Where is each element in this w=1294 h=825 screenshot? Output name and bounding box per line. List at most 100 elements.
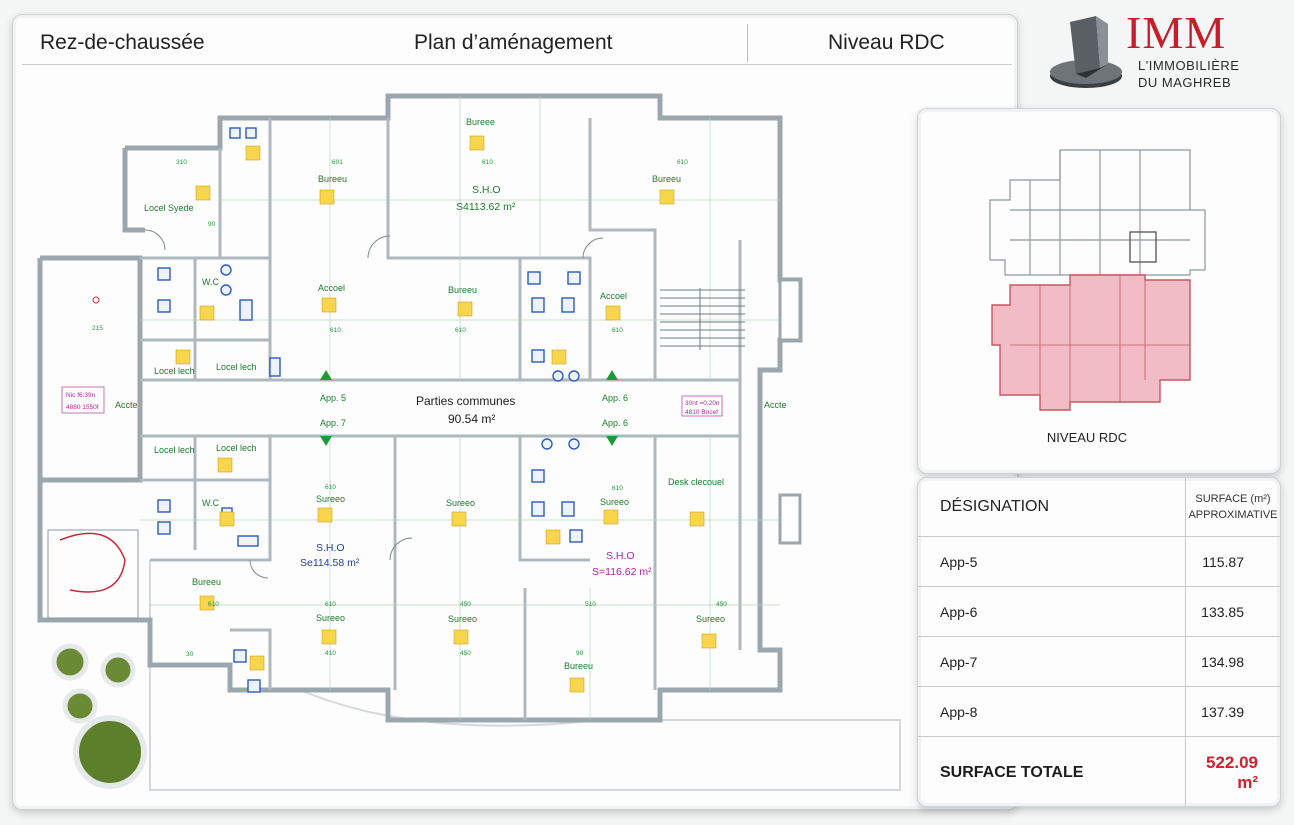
dim-label: 90 (208, 221, 216, 228)
tag-right-2: 4810 Bocef (685, 409, 718, 416)
dim-label: 610 (612, 327, 623, 334)
marker-circle (92, 296, 100, 304)
label-acces-left: Accte (115, 400, 138, 410)
key-plan-drawing (989, 149, 1206, 411)
room-wc-top: W.C (202, 277, 219, 287)
room-bureau-top: Bureee (466, 117, 495, 127)
room-sureau-5: Sureeo (448, 614, 477, 624)
level-name: Niveau RDC (828, 31, 945, 54)
tag-left-1: Nic f6:39n (66, 392, 96, 399)
room-sureau-1: Sureeo (316, 494, 345, 504)
label-app-5: App. 5 (320, 393, 346, 403)
surface-table-panel: DÉSIGNATION SURFACE (m²) APPROXIMATIVE A… (917, 477, 1281, 807)
sho-top-area: S4113.62 m² (456, 201, 516, 213)
brand-name: IMM (1126, 7, 1227, 58)
sho-right-area: S=116.62 m² (592, 566, 652, 578)
room-local-tech-2: Locel lech (216, 362, 257, 372)
lighting-marks (175, 135, 717, 693)
row-value: 133.85 (1185, 586, 1280, 637)
key-plan-caption: NIVEAU RDC (1046, 430, 1128, 445)
trees (51, 643, 147, 789)
row-value: 137.39 (1185, 686, 1280, 737)
label-app-6-bottom: App. 6 (602, 418, 628, 428)
dim-label: 610 (325, 484, 336, 491)
room-bureau-bottom-center: Bureeu (564, 661, 593, 671)
interior-walls (140, 118, 742, 720)
plan-title: Plan d’aménagement (414, 31, 613, 54)
header-divider (747, 24, 748, 62)
stairs (660, 288, 745, 350)
dim-label: 601 (332, 159, 343, 166)
dim-label: 450 (460, 650, 471, 657)
total-label: SURFACE TOTALE (918, 736, 1186, 806)
sho-top-label: S.H.O (472, 184, 501, 196)
table-row: App-8 137.39 (918, 686, 1280, 737)
room-local-tech-3: Locel lech (154, 445, 195, 455)
dim-label: 610 (455, 327, 466, 334)
floor-plan-drawing: Nic f6:39n 4880 1550f 30nt =0.20n 4810 B… (37, 93, 901, 791)
tag-right-1: 30nt =0.20n (685, 400, 720, 407)
dim-label: 610 (330, 327, 341, 334)
dim-label: 215 (92, 325, 103, 332)
balconies (778, 278, 802, 545)
label-app-6-top: App. 6 (602, 393, 628, 403)
dim-label: 610 (482, 159, 493, 166)
sho-left-label: S.H.O (316, 542, 345, 554)
header-rule (22, 64, 1012, 65)
surface-table: DÉSIGNATION SURFACE (m²) APPROXIMATIVE A… (918, 478, 1280, 806)
sho-right-label: S.H.O (606, 550, 635, 562)
level-label: Rez-de-chaussée (40, 31, 205, 54)
common-areas-area: 90.54 m² (448, 412, 495, 426)
room-desk-accueil: Desk clecouel (668, 477, 724, 487)
dim-label: 450 (460, 601, 471, 608)
table-total-row: SURFACE TOTALE 522.09 m² (918, 736, 1280, 806)
dim-label: 310 (176, 159, 187, 166)
dim-label: 410 (325, 650, 336, 657)
dim-label: 450 (716, 601, 727, 608)
sho-left-area: Se114.58 m² (300, 557, 360, 569)
header-designation: DÉSIGNATION (918, 478, 1186, 537)
header-surface: SURFACE (m²) APPROXIMATIVE (1185, 478, 1280, 537)
brand-line-2: DU MAGHREB (1138, 75, 1232, 90)
dim-label: 510 (585, 601, 596, 608)
room-local-tech-1: Locel lech (154, 366, 195, 376)
room-sureau-3: Sureeo (600, 497, 629, 507)
dim-label: 30 (186, 651, 194, 658)
row-name: App-8 (918, 686, 1186, 737)
row-name: App-7 (918, 636, 1186, 687)
room-local-tech-4: Locel lech (216, 443, 257, 453)
room-bureau-right: Bureeu (652, 174, 681, 184)
key-plan-highlight-walls (1010, 275, 1190, 402)
dim-label: 90 (576, 650, 584, 657)
sanitary-fixtures (157, 127, 583, 693)
total-value: 522.09 m² (1206, 753, 1258, 792)
header-surface-line-2: APPROXIMATIVE (1188, 509, 1278, 521)
dim-label: 610 (612, 485, 623, 492)
stair-cage (47, 529, 139, 619)
table-header-row: DÉSIGNATION SURFACE (m²) APPROXIMATIVE (918, 478, 1280, 537)
room-sureau-6: Sureeo (696, 614, 725, 624)
row-name: App-5 (918, 536, 1186, 587)
table-row: App-5 115.87 (918, 536, 1280, 587)
common-areas-label: Parties communes (416, 394, 515, 408)
room-bureau-left: Bureeu (318, 174, 347, 184)
tag-left-2: 4880 1550f (66, 404, 99, 411)
table-row: App-7 134.98 (918, 636, 1280, 687)
row-value: 134.98 (1185, 636, 1280, 687)
room-sureau-4: Sureeo (316, 613, 345, 623)
table-row: App-6 133.85 (918, 586, 1280, 637)
brand-line-1: L'IMMOBILIÈRE (1138, 58, 1240, 73)
room-sureau-2: Sureeo (446, 498, 475, 508)
label-acces-right: Accte (764, 400, 787, 410)
room-accueil-right: Accoel (600, 291, 627, 301)
spiral-stair (59, 532, 126, 593)
key-plan-highlight (991, 274, 1191, 411)
dim-label: 610 (208, 601, 219, 608)
label-app-7: App. 7 (320, 418, 346, 428)
dim-label: 610 (677, 159, 688, 166)
room-local-syndic: Locel Syede (144, 203, 194, 213)
level-tags (61, 386, 723, 417)
room-bureau-mid: Bureeu (448, 285, 477, 295)
header-surface-line-1: SURFACE (m²) (1195, 493, 1271, 505)
entry-markers (320, 370, 618, 446)
